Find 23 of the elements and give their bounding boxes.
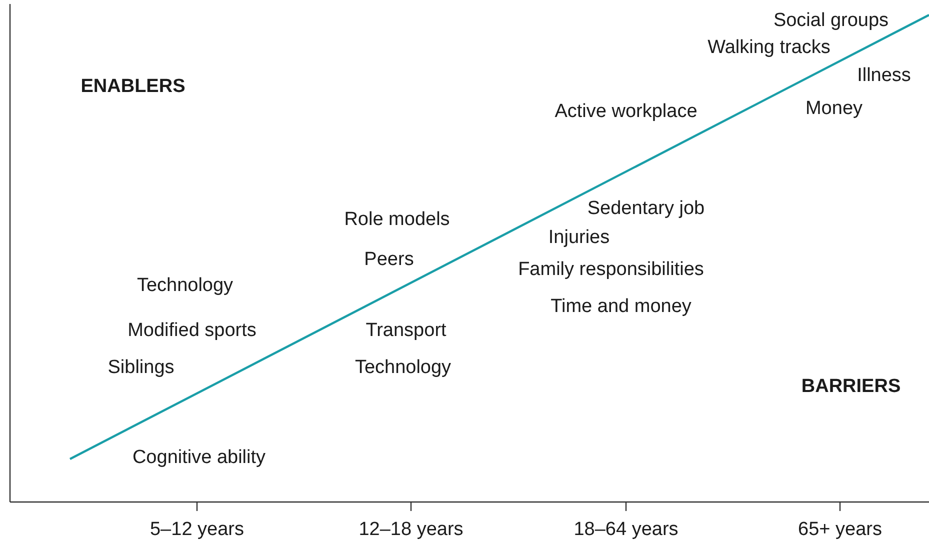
factor-label: Technology bbox=[136, 275, 234, 297]
factor-label: Social groups bbox=[773, 10, 889, 32]
factor-label: Modified sports bbox=[128, 320, 256, 342]
factor-label: Sedentary job bbox=[587, 198, 705, 220]
factor-label: Money bbox=[805, 98, 863, 120]
category-heading: ENABLERS bbox=[80, 76, 186, 98]
factor-label: Time and money bbox=[550, 296, 692, 318]
factor-label: Role models bbox=[344, 209, 450, 231]
axis-tick-label: 18–64 years bbox=[574, 519, 678, 541]
factor-label: Transport bbox=[366, 320, 446, 342]
factor-label: Injuries bbox=[548, 227, 610, 249]
factor-label: Walking tracks bbox=[708, 37, 830, 59]
factor-label: Active workplace bbox=[554, 101, 698, 123]
category-heading: BARRIERS bbox=[801, 376, 901, 398]
factor-label: Peers bbox=[364, 249, 414, 271]
axis-tick-label: 5–12 years bbox=[150, 519, 244, 541]
factor-label: Technology bbox=[354, 357, 452, 379]
axis-tick-label: 65+ years bbox=[798, 519, 882, 541]
axis-tick-label: 12–18 years bbox=[358, 519, 464, 541]
factor-label: Illness bbox=[857, 65, 911, 87]
factor-label: Siblings bbox=[108, 357, 174, 379]
factor-label: Family responsibilities bbox=[518, 259, 704, 281]
factor-label: Cognitive ability bbox=[132, 447, 266, 469]
